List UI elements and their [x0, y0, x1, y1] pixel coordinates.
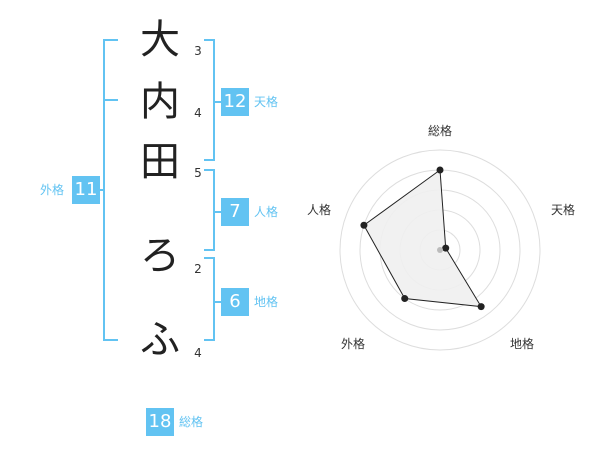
stroke-count-5: 4 — [194, 346, 202, 360]
stroke-count-4: 2 — [194, 262, 202, 276]
jinkaku-label: 人格 — [254, 205, 279, 219]
tenkaku-label: 天格 — [254, 95, 279, 109]
stroke-count-3: 5 — [194, 166, 202, 180]
gaikaku-badge: 11 — [72, 176, 100, 204]
jinkaku-badge: 7 — [221, 198, 249, 226]
tenkaku-bracket — [204, 39, 215, 161]
radar-label-gaikaku: 外格 — [341, 337, 366, 351]
name-char-3: 田 — [140, 139, 180, 185]
chikaku-label: 地格 — [254, 295, 279, 309]
soukaku-label: 総格 — [179, 415, 204, 429]
radar-point-2 — [442, 244, 450, 252]
radar-center-dot — [437, 247, 443, 253]
stroke-count-1: 3 — [194, 44, 202, 58]
radar-label-soukaku: 総格 — [428, 124, 453, 138]
name-char-1: 大 — [140, 17, 180, 63]
radar-point-4 — [401, 295, 409, 303]
radar-polygon — [363, 169, 483, 308]
name-char-4: ろ — [140, 233, 180, 279]
jinkaku-bracket — [204, 169, 215, 251]
radar-points — [360, 166, 485, 311]
chikaku-badge: 6 — [221, 288, 249, 316]
name-char-2: 内 — [140, 79, 180, 125]
radar-label-chikaku: 地格 — [510, 337, 535, 351]
gaikaku-label: 外格 — [40, 183, 65, 197]
tenkaku-badge: 12 — [221, 88, 249, 116]
radar-point-1 — [436, 166, 444, 174]
chikaku-bracket — [204, 257, 215, 341]
soukaku-badge: 18 — [146, 408, 174, 436]
name-char-5: ふ — [140, 317, 180, 363]
stroke-count-2: 4 — [194, 106, 202, 120]
radar-label-tenkaku: 天格 — [551, 203, 576, 217]
radar-point-3 — [477, 303, 485, 311]
radar-ring — [339, 149, 541, 351]
radar-label-jinkaku: 人格 — [307, 203, 332, 217]
radar-point-5 — [360, 221, 368, 229]
